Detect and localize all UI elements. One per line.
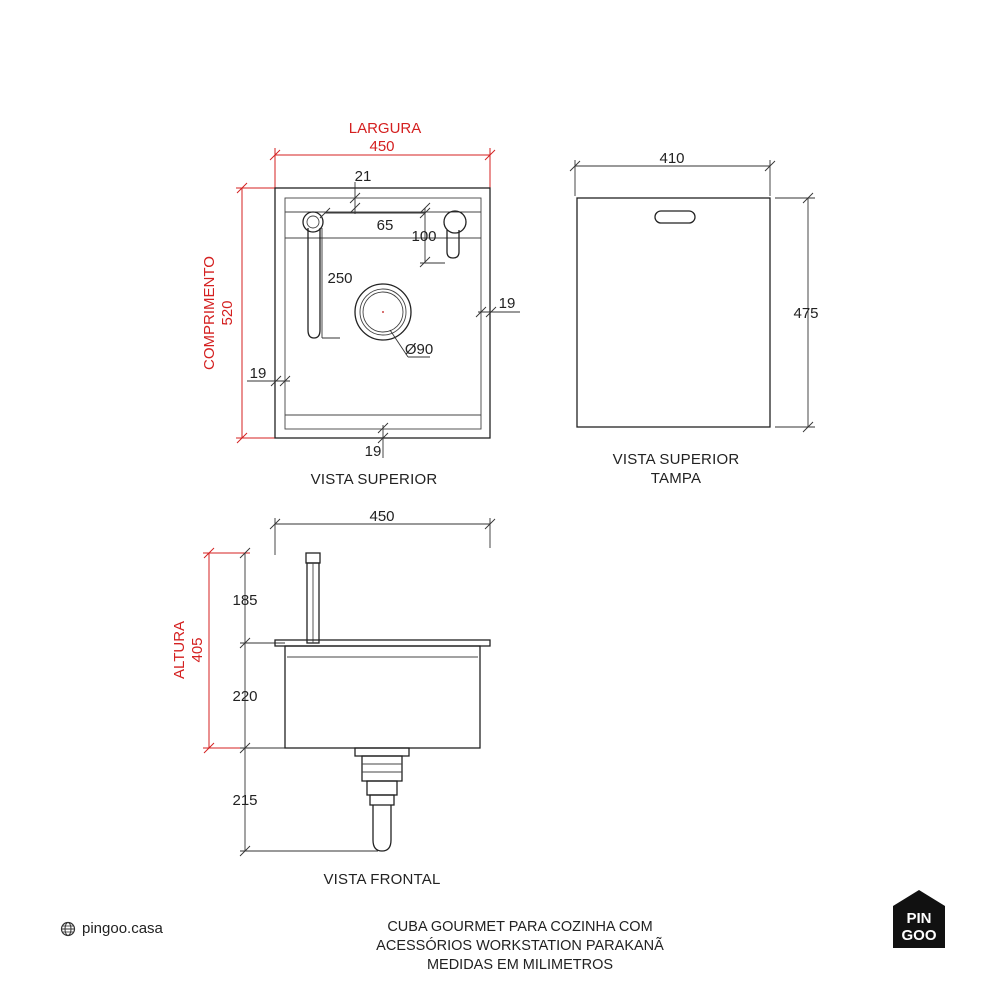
inner-dimensions: 21 65 100 250 19 19 <box>247 168 520 460</box>
drain-top <box>354 283 412 341</box>
dim-100: 100 <box>411 228 436 245</box>
dim-220: 220 <box>232 688 257 705</box>
top-length-dimension: COMPRIMENTO 520 <box>201 182 275 444</box>
lid-title-line2: TAMPA <box>651 470 701 487</box>
tap-handle-top <box>443 210 467 259</box>
logo-line-2: GOO <box>901 927 936 944</box>
front-height-dimension: ALTURA 405 <box>171 547 250 754</box>
description-line-1: CUBA GOURMET PARA COZINHA COM <box>387 919 653 935</box>
house-logo-icon: PIN GOO <box>893 890 945 948</box>
top-view: LARGURA 450 COMPRIMENTO 520 <box>201 120 520 488</box>
length-value: 520 <box>219 300 236 325</box>
dim-21: 21 <box>355 168 372 185</box>
sink-front-body <box>274 639 491 749</box>
description-line-3: MEDIDAS EM MILIMETROS <box>426 957 614 973</box>
product-description: CUBA GOURMET PARA COZINHA COM ACESSÓRIOS… <box>320 918 720 975</box>
lid-width-value: 410 <box>659 150 684 167</box>
lid-view: 410 475 VISTA SUPERIOR TAMPA <box>569 150 819 487</box>
dim-215: 215 <box>232 792 257 809</box>
brand-site-text: pingoo.casa <box>82 920 163 937</box>
dim-19-bottom: 19 <box>365 443 382 460</box>
front-view: 450 ALTURA 405 185 220 215 <box>171 508 496 888</box>
dim-19-right: 19 <box>499 295 516 312</box>
height-value: 405 <box>189 637 206 662</box>
width-value: 450 <box>369 138 394 155</box>
length-label: COMPRIMENTO <box>201 256 218 370</box>
front-view-title: VISTA FRONTAL <box>323 871 440 888</box>
description-line-2: ACESSÓRIOS WORKSTATION PARAKANÃ <box>376 938 664 954</box>
dim-185: 185 <box>232 592 257 609</box>
faucet-front <box>305 552 321 644</box>
brand-site[interactable]: pingoo.casa <box>60 920 163 937</box>
lid-title-line1: VISTA SUPERIOR <box>613 451 740 468</box>
lid-outline <box>576 197 771 428</box>
dim-19-left: 19 <box>250 365 267 382</box>
drain-siphon-front <box>354 747 410 852</box>
height-label: ALTURA <box>171 621 188 679</box>
dim-65: 65 <box>377 217 394 234</box>
drain-diameter: Ø90 <box>405 341 433 358</box>
logo-line-1: PIN <box>906 910 931 927</box>
top-width-dimension: LARGURA 450 <box>269 120 496 188</box>
width-label: LARGURA <box>349 120 422 137</box>
lid-length-value: 475 <box>793 305 818 322</box>
globe-icon <box>60 921 76 936</box>
front-width-value: 450 <box>369 508 394 525</box>
faucet-top <box>302 211 324 339</box>
dim-250: 250 <box>327 270 352 287</box>
top-view-title: VISTA SUPERIOR <box>311 471 438 488</box>
lid-handle-slot <box>654 210 696 224</box>
